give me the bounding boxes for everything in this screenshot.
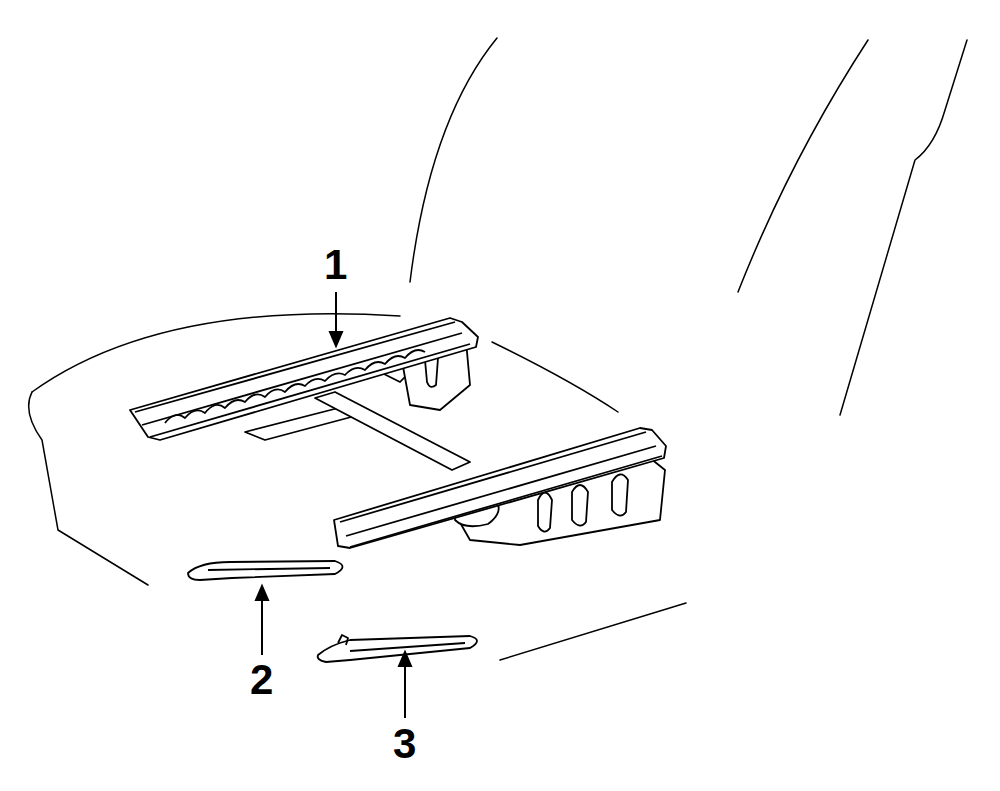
seat-cushion-outline [492,342,618,412]
seat-cushion-outline [29,392,148,585]
seat-back-outline [840,40,967,415]
seat-track-assembly [130,318,666,662]
callout-number: 3 [393,723,416,765]
seat-back-outline [738,40,868,292]
seat-back-outline [410,38,497,282]
seat-cushion-outline [500,603,686,660]
leader-arrow [256,586,268,655]
leader-arrow [399,652,411,718]
callout-number: 1 [324,244,347,286]
callout-number: 2 [250,659,273,701]
leader-arrow [330,292,342,346]
